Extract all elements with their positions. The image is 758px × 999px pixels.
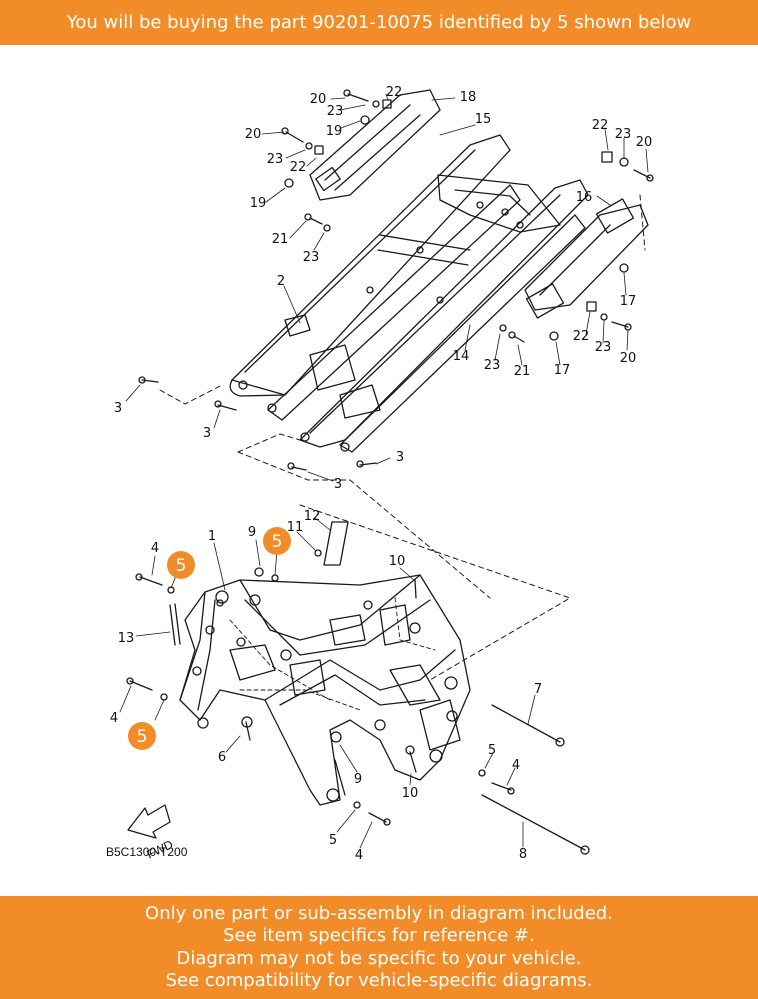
left-rear-bracket [309,89,441,201]
callout: 17 [620,294,637,309]
callout: 22 [573,329,590,344]
callout: 21 [514,364,531,379]
main-frame [179,574,471,806]
callout: 5 [488,743,496,758]
header-text: You will be buying the part 90201-10075 … [66,12,692,33]
callout: 3 [396,450,404,465]
callout: 20 [245,127,262,142]
callout: 9 [354,772,362,787]
callout: 8 [519,847,527,862]
footer-line-1: Only one part or sub-assembly in diagram… [145,902,613,924]
footer-line-3: Diagram may not be specific to your vehi… [176,947,582,969]
callout: 1 [208,529,216,544]
callout: 10 [389,554,406,569]
callout: 23 [267,152,284,167]
highlight-markers [128,527,291,750]
callout-numbers: 20 22 18 23 19 15 20 23 22 19 21 23 22 2… [110,85,652,863]
callout: 20 [310,92,327,107]
callout: 23 [303,250,320,265]
callout: 21 [272,232,289,247]
callout: 17 [554,363,571,378]
callout: 10 [402,786,419,801]
footer-banner: Only one part or sub-assembly in diagram… [0,896,758,999]
callout: 4 [110,711,118,726]
highlight-label-1: 5 [176,556,187,576]
callout: 12 [304,509,321,524]
diagram-code: B5C1300-T200 [106,845,188,859]
callout: 2 [277,274,285,289]
callout: 23 [484,358,501,373]
parts-diagram: 5 5 5 20 22 18 23 19 15 20 23 22 19 21 2… [0,45,758,896]
callout: 4 [355,848,363,863]
footer-line-2: See item specifics for reference #. [223,925,535,946]
assembly-guide-lines [159,194,646,681]
callout: 14 [453,349,470,364]
right-rear-bracket [524,198,649,319]
rear-subframe [229,134,589,453]
footer-line-4: See compatibility for vehicle-specific d… [165,970,593,991]
callout: 3 [114,401,122,416]
callout: 3 [203,426,211,441]
highlight-label-2: 5 [272,532,283,552]
callout: 11 [287,520,304,535]
callout: 20 [620,351,637,366]
callout: 19 [250,196,267,211]
callout: 22 [290,160,307,175]
callout: 9 [248,525,256,540]
callout: 5 [329,833,337,848]
callout: 23 [327,104,344,119]
callout: 3 [334,477,342,492]
callout: 7 [534,682,542,697]
frame-hidden-lines [229,597,436,711]
callout: 13 [118,631,135,646]
callout: 4 [512,758,520,773]
callout: 16 [576,190,593,205]
callout: 23 [595,340,612,355]
callout: 20 [636,135,653,150]
callout: 18 [460,90,477,105]
frame-labels [169,521,349,646]
fwd-arrow-icon [127,804,171,839]
callout: 15 [475,112,492,127]
lower-fasteners [126,549,590,855]
callout-leaders [119,93,649,849]
callout: 19 [326,124,343,139]
callout: 4 [151,541,159,556]
callout: 23 [615,127,632,142]
header-banner: You will be buying the part 90201-10075 … [0,0,758,45]
upper-fasteners [138,89,654,471]
callout: 22 [592,118,609,133]
highlight-label-3: 5 [137,727,148,747]
exploded-frame-diagram: 5 5 5 20 22 18 23 19 15 20 23 22 19 21 2… [106,85,654,863]
callout: 6 [218,750,226,765]
callout: 22 [386,85,403,100]
